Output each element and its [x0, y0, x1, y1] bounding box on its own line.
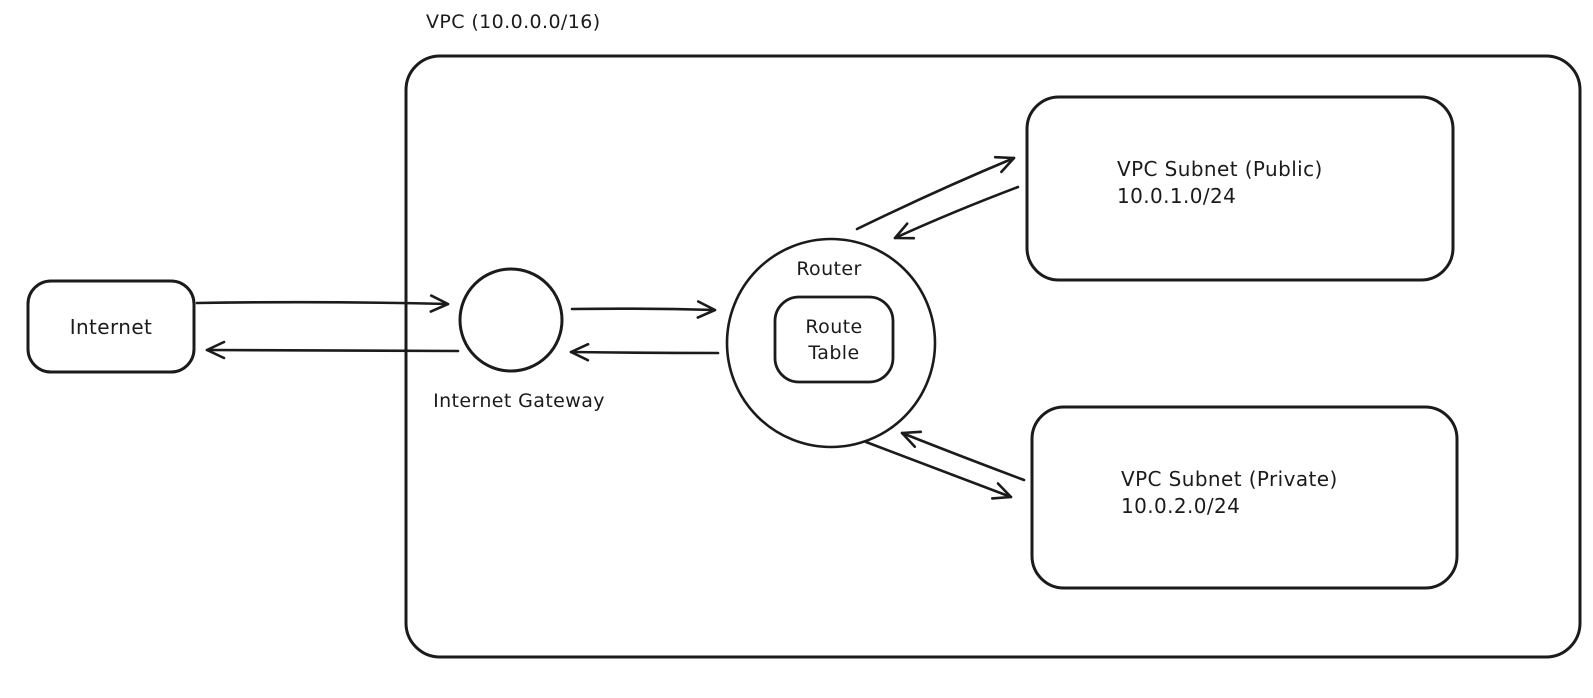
subnet-private-box [1030, 405, 1459, 590]
vpc-title: VPC (10.0.0.0/16) [426, 11, 601, 33]
internet-gateway-label: Internet Gateway [433, 390, 605, 412]
route-table-label-line1: Route [805, 315, 863, 338]
arrow-private-subnet-to-router [900, 430, 1026, 482]
arrow-router-to-public-subnet [855, 155, 1016, 231]
internet-gateway-circle [458, 267, 564, 373]
subnet-public-cidr: 10.0.1.0/24 [1117, 184, 1237, 208]
arrow-public-subnet-to-router [893, 185, 1020, 240]
subnet-public-label: VPC Subnet (Public) 10.0.1.0/24 [1117, 156, 1323, 210]
vpc-boundary-box [404, 54, 1582, 659]
router-label: Router [796, 258, 862, 280]
route-table-label: Route Table [775, 297, 893, 382]
arrow-igw-to-router [570, 300, 717, 319]
arrow-internet-to-igw [195, 294, 450, 313]
internet-node-box [26, 279, 196, 374]
arrow-igw-to-internet [205, 340, 460, 360]
internet-node-label: Internet [69, 314, 153, 339]
subnet-private-cidr: 10.0.2.0/24 [1121, 494, 1241, 518]
route-table-label-line2: Table [808, 341, 860, 364]
arrow-router-to-igw [569, 342, 720, 362]
subnet-public-title: VPC Subnet (Public) [1117, 157, 1323, 181]
subnet-private-title: VPC Subnet (Private) [1121, 467, 1338, 491]
subnet-public-box [1025, 95, 1455, 282]
arrow-router-to-private-subnet [864, 440, 1013, 500]
subnet-private-label: VPC Subnet (Private) 10.0.2.0/24 [1121, 466, 1338, 520]
route-table-box [773, 295, 895, 384]
